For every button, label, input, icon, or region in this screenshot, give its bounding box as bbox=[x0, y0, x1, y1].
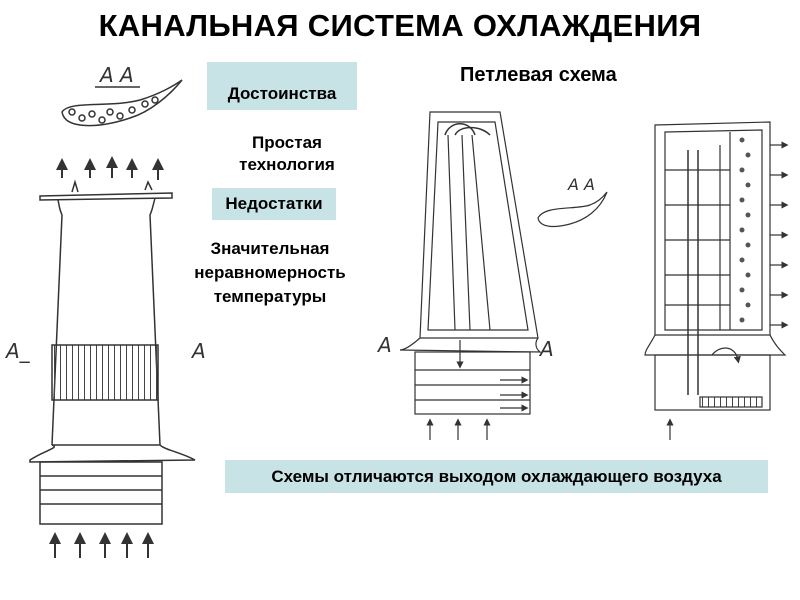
middle-bottom-arrows bbox=[426, 418, 491, 440]
advantages-text: Простая технология bbox=[207, 132, 367, 176]
left-section-label: А А bbox=[98, 63, 134, 87]
slide-title: КАНАЛЬНАЯ СИСТЕМА ОХЛАЖДЕНИЯ bbox=[98, 8, 702, 43]
left-section-airfoil bbox=[61, 79, 183, 127]
advantages-label-box: Достоинства bbox=[207, 62, 357, 110]
middle-section-airfoil bbox=[537, 191, 608, 228]
middle-blade-drawing: А А А А bbox=[376, 111, 608, 440]
advantages-line-2: технология bbox=[239, 155, 335, 174]
advantages-line-1: Простая bbox=[252, 133, 322, 152]
middle-exit-arrows bbox=[456, 340, 529, 412]
loop-scheme-subtitle: Петлевая схема bbox=[460, 64, 617, 86]
left-bottom-arrows bbox=[49, 532, 154, 558]
disadvantages-text: Значительная неравномерность температуры bbox=[175, 237, 365, 309]
left-blade-drawing: А А А_ А bbox=[4, 63, 206, 558]
disadvantages-label-box: Недостатки bbox=[212, 188, 336, 220]
disadvantages-line-1: Значительная bbox=[210, 239, 330, 258]
right-blade-drawing bbox=[644, 121, 789, 440]
disadvantages-line-2: неравномерность bbox=[194, 263, 346, 282]
footer-note-box: Схемы отличаются выходом охлаждающего во… bbox=[225, 460, 768, 493]
left-section-mark-a: А_ bbox=[4, 339, 31, 363]
disadvantages-line-3: температуры bbox=[213, 287, 327, 306]
middle-right-section-mark: А bbox=[538, 337, 554, 361]
right-section-mark-a: А bbox=[190, 339, 206, 363]
middle-left-section-mark: А bbox=[376, 333, 392, 357]
right-trailing-edge-holes bbox=[739, 137, 751, 323]
left-section-holes bbox=[68, 96, 159, 124]
middle-section-label: А А bbox=[567, 175, 595, 194]
right-exit-arrows bbox=[770, 141, 789, 329]
left-top-arrows bbox=[56, 156, 164, 180]
